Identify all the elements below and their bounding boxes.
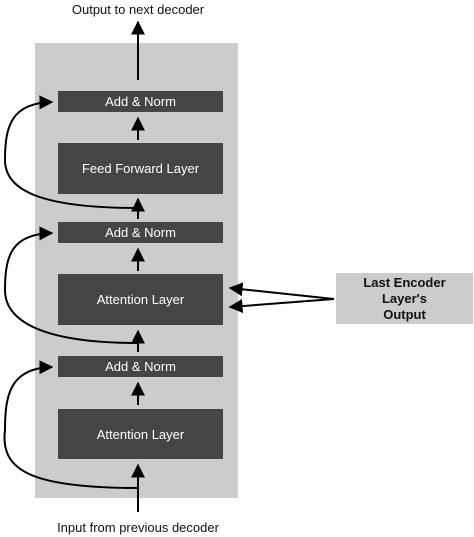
add-norm-bottom-block: Add & Norm bbox=[58, 356, 223, 377]
encoder-to-cross-attn-arrow-1 bbox=[228, 282, 335, 300]
output-label: Output to next decoder bbox=[71, 2, 205, 17]
encoder-output-line1: Last Encoder Layer's bbox=[363, 274, 446, 306]
cross-attention-block: Attention Layer bbox=[58, 274, 223, 325]
encoder-to-cross-attn-arrow-2 bbox=[228, 298, 335, 314]
self-attention-block: Attention Layer bbox=[58, 409, 223, 459]
encoder-output-line2: Output bbox=[383, 306, 426, 322]
encoder-output-box: Last Encoder Layer's Output bbox=[336, 273, 473, 324]
add-norm-top-block: Add & Norm bbox=[58, 91, 223, 112]
add-norm-middle-block: Add & Norm bbox=[58, 222, 223, 243]
input-label: Input from previous decoder bbox=[57, 520, 219, 535]
feed-forward-block: Feed Forward Layer bbox=[58, 143, 223, 194]
